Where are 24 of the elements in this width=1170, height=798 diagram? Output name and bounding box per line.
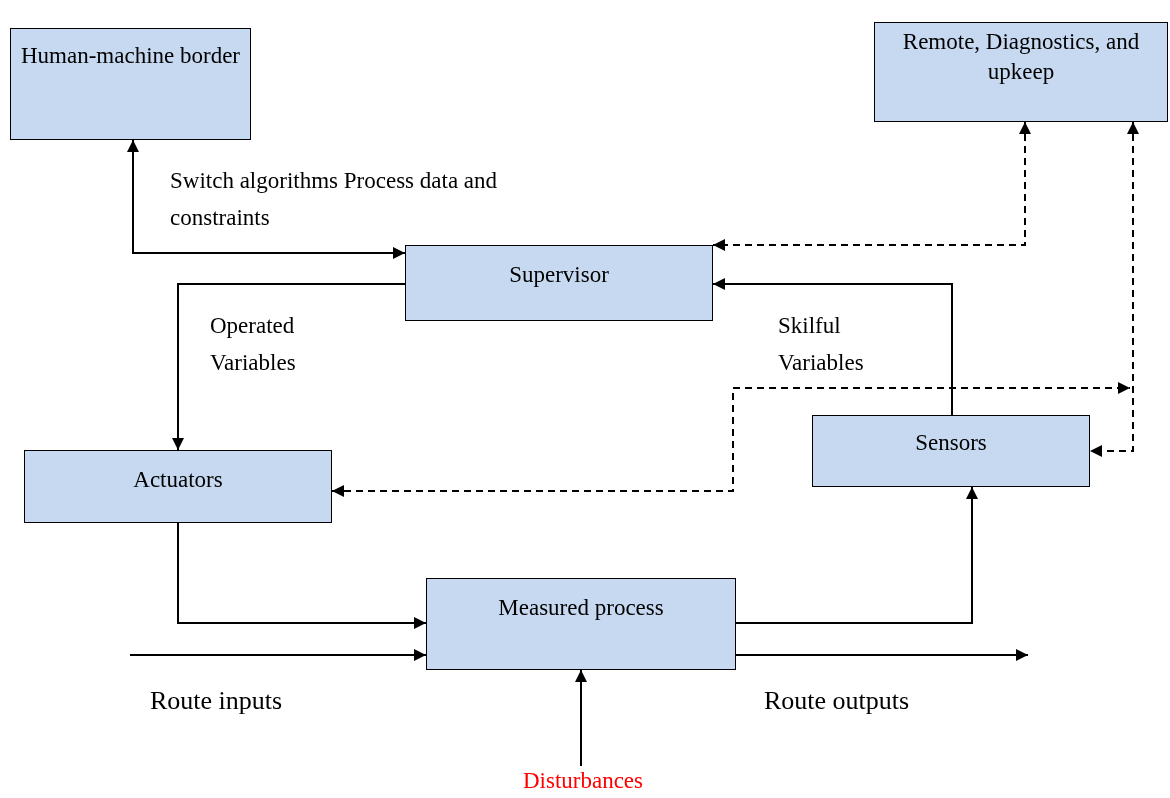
- input-label: Disturbances: [521, 767, 645, 795]
- box-label: Human-machine border: [19, 42, 242, 70]
- process-box: [812, 415, 1090, 487]
- process-box: [874, 22, 1168, 122]
- box-label: Sensors: [914, 429, 988, 457]
- arrow: [177, 522, 427, 629]
- box-label: Actuators: [132, 466, 224, 494]
- box-label: Remote, Diagnostics, and upkeep: [901, 28, 1141, 86]
- arrow: [735, 649, 1029, 661]
- arrow: [735, 486, 978, 624]
- arrow: [712, 121, 1031, 251]
- arrow: [127, 139, 406, 259]
- box-label: Measured process: [497, 594, 665, 622]
- arrow: [575, 669, 587, 767]
- arrow: [712, 278, 953, 416]
- arrow: [331, 382, 1131, 497]
- arrow: [172, 283, 406, 451]
- box-label: Supervisor: [508, 261, 610, 289]
- arrow: [129, 649, 427, 661]
- process-box: [426, 578, 736, 670]
- arrow: [1089, 121, 1139, 457]
- process-box: [10, 28, 251, 140]
- process-box: [24, 450, 332, 523]
- process-box: [405, 245, 713, 321]
